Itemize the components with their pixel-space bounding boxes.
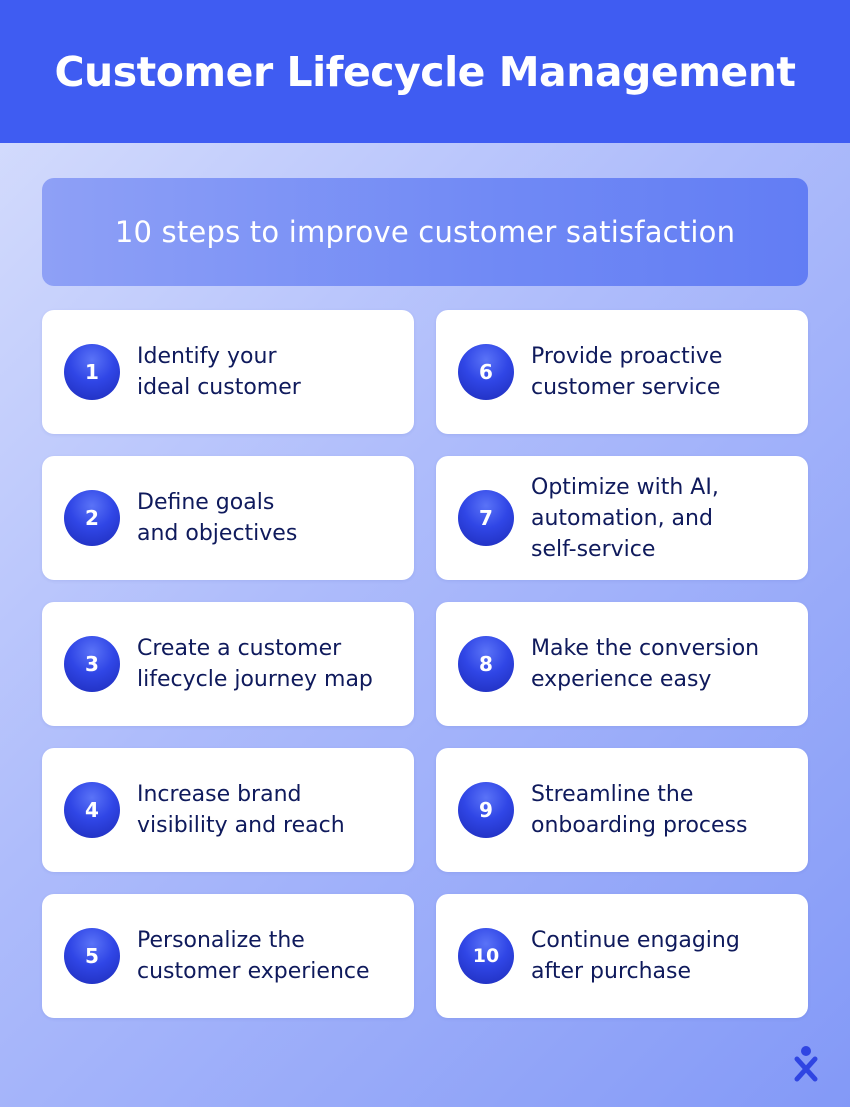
step-card-4: 4 Increase brand visibility and reach bbox=[42, 748, 414, 872]
step-number-badge: 2 bbox=[64, 490, 120, 546]
step-text: Optimize with AI, automation, and self-s… bbox=[531, 474, 719, 562]
step-text: Identify your ideal customer bbox=[137, 344, 301, 400]
page-title: Customer Lifecycle Management bbox=[54, 47, 796, 96]
step-number-badge: 9 bbox=[458, 782, 514, 838]
step-number-badge: 4 bbox=[64, 782, 120, 838]
step-text: Make the conversion experience easy bbox=[531, 636, 760, 692]
step-card-9: 9 Streamline the onboarding process bbox=[436, 748, 808, 872]
subtitle-text: 10 steps to improve customer satisfactio… bbox=[114, 215, 736, 249]
step-number-badge: 10 bbox=[458, 928, 514, 984]
step-card-7: 7 Optimize with AI, automation, and self… bbox=[436, 456, 808, 580]
step-text: Personalize the customer experience bbox=[137, 928, 370, 984]
subtitle-banner: 10 steps to improve customer satisfactio… bbox=[42, 178, 808, 286]
step-card-5: 5 Personalize the customer experience bbox=[42, 894, 414, 1018]
step-card-10: 10 Continue engaging after purchase bbox=[436, 894, 808, 1018]
step-card-3: 3 Create a customer lifecycle journey ma… bbox=[42, 602, 414, 726]
person-x-logo-icon bbox=[794, 1046, 818, 1082]
step-card-8: 8 Make the conversion experience easy bbox=[436, 602, 808, 726]
step-card-6: 6 Provide proactive customer service bbox=[436, 310, 808, 434]
step-text: Create a customer lifecycle journey map bbox=[137, 636, 373, 692]
step-text: Define goals and objectives bbox=[137, 490, 298, 546]
step-number-badge: 6 bbox=[458, 344, 514, 400]
step-text: Streamline the onboarding process bbox=[531, 782, 748, 838]
step-text: Provide proactive customer service bbox=[531, 344, 723, 400]
step-number-badge: 7 bbox=[458, 490, 514, 546]
step-text: Continue engaging after purchase bbox=[531, 928, 740, 984]
step-card-2: 2 Define goals and objectives bbox=[42, 456, 414, 580]
step-number-badge: 1 bbox=[64, 344, 120, 400]
header-banner: Customer Lifecycle Management bbox=[0, 0, 850, 143]
step-number-badge: 3 bbox=[64, 636, 120, 692]
step-text: Increase brand visibility and reach bbox=[137, 782, 345, 838]
step-number-badge: 5 bbox=[64, 928, 120, 984]
step-number-badge: 8 bbox=[458, 636, 514, 692]
step-card-1: 1 Identify your ideal customer bbox=[42, 310, 414, 434]
